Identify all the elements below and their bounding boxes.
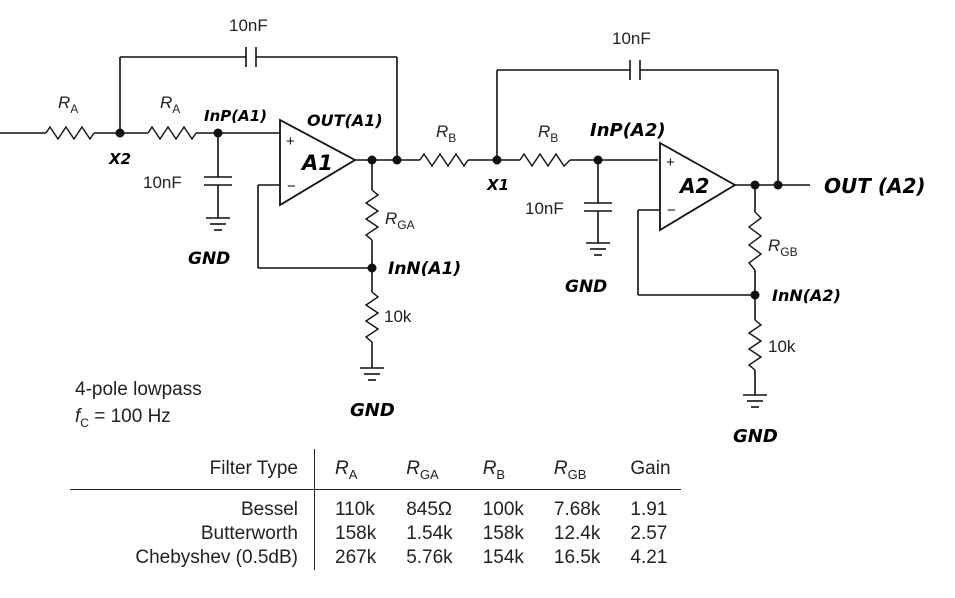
cell-rgb: 7.68k: [553, 499, 601, 520]
node-inp-a1-label: InP(A1): [204, 107, 267, 125]
stage1-wires: [0, 56, 420, 368]
ground-symbol-2: [586, 242, 610, 256]
ground-symbol-4: [743, 394, 767, 408]
cell-filter-type: Bessel: [70, 489, 315, 522]
node-out-a1-label: OUT(A1): [307, 111, 383, 130]
resistor-10k-2-label: 10k: [768, 337, 796, 356]
resistor-rb-1-label: RB: [436, 122, 456, 145]
filter-caption: 4-pole lowpass fC = 100 Hz: [75, 376, 202, 437]
gnd-3-label: GND: [350, 400, 395, 421]
capacitor-top-1: [245, 47, 257, 67]
cell-filter-type: Butterworth: [70, 522, 315, 546]
header-filter-type: Filter Type: [70, 449, 315, 490]
node-out-a2-label: OUT (A2): [824, 174, 926, 198]
capacitor-top-2: [629, 60, 641, 80]
node-x1-label: X1: [486, 176, 509, 194]
gnd-2-label: GND: [565, 277, 607, 297]
cell-ra: 267k: [335, 547, 377, 568]
table-row: Butterworth 158k 1.54k 158k 12.4k 2.57: [70, 522, 681, 546]
opamp-a1-plus: +: [286, 133, 295, 150]
node-inn-a1-label: InN(A1): [388, 259, 461, 279]
node-x2-label: X2: [108, 150, 131, 168]
ground-symbol-1: [206, 217, 230, 231]
cell-gain: 4.21: [630, 547, 668, 568]
cap-top-1-label: 10nF: [229, 16, 268, 35]
cell-gain: 1.91: [630, 499, 668, 520]
resistor-10k-2: [747, 319, 763, 371]
cell-gain: 2.57: [630, 523, 668, 544]
caption-title: 4-pole lowpass: [75, 379, 202, 400]
resistor-ra-1: [45, 125, 95, 141]
resistor-rb-2-label: RB: [538, 122, 558, 145]
header-rb: RB: [482, 458, 506, 482]
opamp-a2-plus: +: [666, 154, 675, 171]
cell-ra: 110k: [335, 499, 375, 520]
opamp-a1-label: A1: [300, 151, 333, 175]
node-inp-a2-label: InP(A2): [590, 120, 666, 141]
cap-shunt-1-label: 10nF: [143, 173, 182, 192]
header-ra: RA: [335, 458, 358, 482]
cell-rga: 1.54k: [406, 523, 453, 544]
capacitor-shunt-2: [584, 202, 612, 212]
cell-rb: 100k: [482, 499, 524, 520]
resistor-rgb-label: RGB: [768, 236, 798, 259]
opamp-a2: + − A2: [659, 141, 737, 232]
filter-values-table: Filter Type RA RGA RB RGB Gain Bessel 11…: [70, 449, 681, 570]
table-row: Bessel 110k 845Ω 100k 7.68k 1.91: [70, 489, 681, 522]
resistor-rb-2: [519, 152, 571, 168]
opamp-a1: + − A1: [279, 118, 357, 207]
resistor-rgb: [747, 211, 763, 271]
cell-ra: 158k: [335, 523, 377, 544]
gnd-4-label: GND: [733, 426, 778, 447]
opamp-a1-minus: −: [287, 178, 296, 195]
cell-filter-type: Chebyshev (0.5dB): [70, 546, 315, 570]
cell-rb: 154k: [482, 547, 524, 568]
resistor-rga: [364, 189, 380, 241]
opamp-a2-label: A2: [678, 174, 709, 198]
resistor-10k-1-label: 10k: [384, 307, 412, 326]
gnd-1-label: GND: [188, 249, 230, 269]
resistor-rga-label: RGA: [385, 209, 415, 232]
header-rga: RGA: [406, 458, 439, 482]
header-rgb: RGB: [553, 458, 587, 482]
resistor-10k-1: [364, 291, 380, 343]
table-row: Chebyshev (0.5dB) 267k 5.76k 154k 16.5k …: [70, 546, 681, 570]
node-inn-a2-label: InN(A2): [772, 286, 841, 305]
cell-rgb: 16.5k: [553, 547, 601, 568]
resistor-ra-2-label: RA: [160, 93, 180, 116]
cap-shunt-2-label: 10nF: [525, 199, 564, 218]
opamp-a2-minus: −: [667, 202, 676, 219]
resistor-ra-2: [147, 125, 197, 141]
cell-rgb: 12.4k: [553, 523, 601, 544]
cap-top-2-label: 10nF: [612, 29, 651, 48]
cell-rb: 158k: [482, 523, 524, 544]
resistor-rb-1: [419, 152, 469, 168]
table-header-row: Filter Type RA RGA RB RGB Gain: [70, 449, 681, 490]
junction-dots: [115, 128, 783, 300]
cell-rga: 845Ω: [406, 499, 453, 520]
capacitor-shunt-1: [204, 176, 232, 186]
cell-rga: 5.76k: [406, 547, 453, 568]
stage2-wires: [468, 69, 810, 395]
header-gain: Gain: [630, 458, 671, 479]
ground-symbol-3: [360, 367, 384, 381]
caption-cutoff: fC = 100 Hz: [75, 406, 171, 430]
resistor-ra-1-label: RA: [58, 93, 78, 116]
